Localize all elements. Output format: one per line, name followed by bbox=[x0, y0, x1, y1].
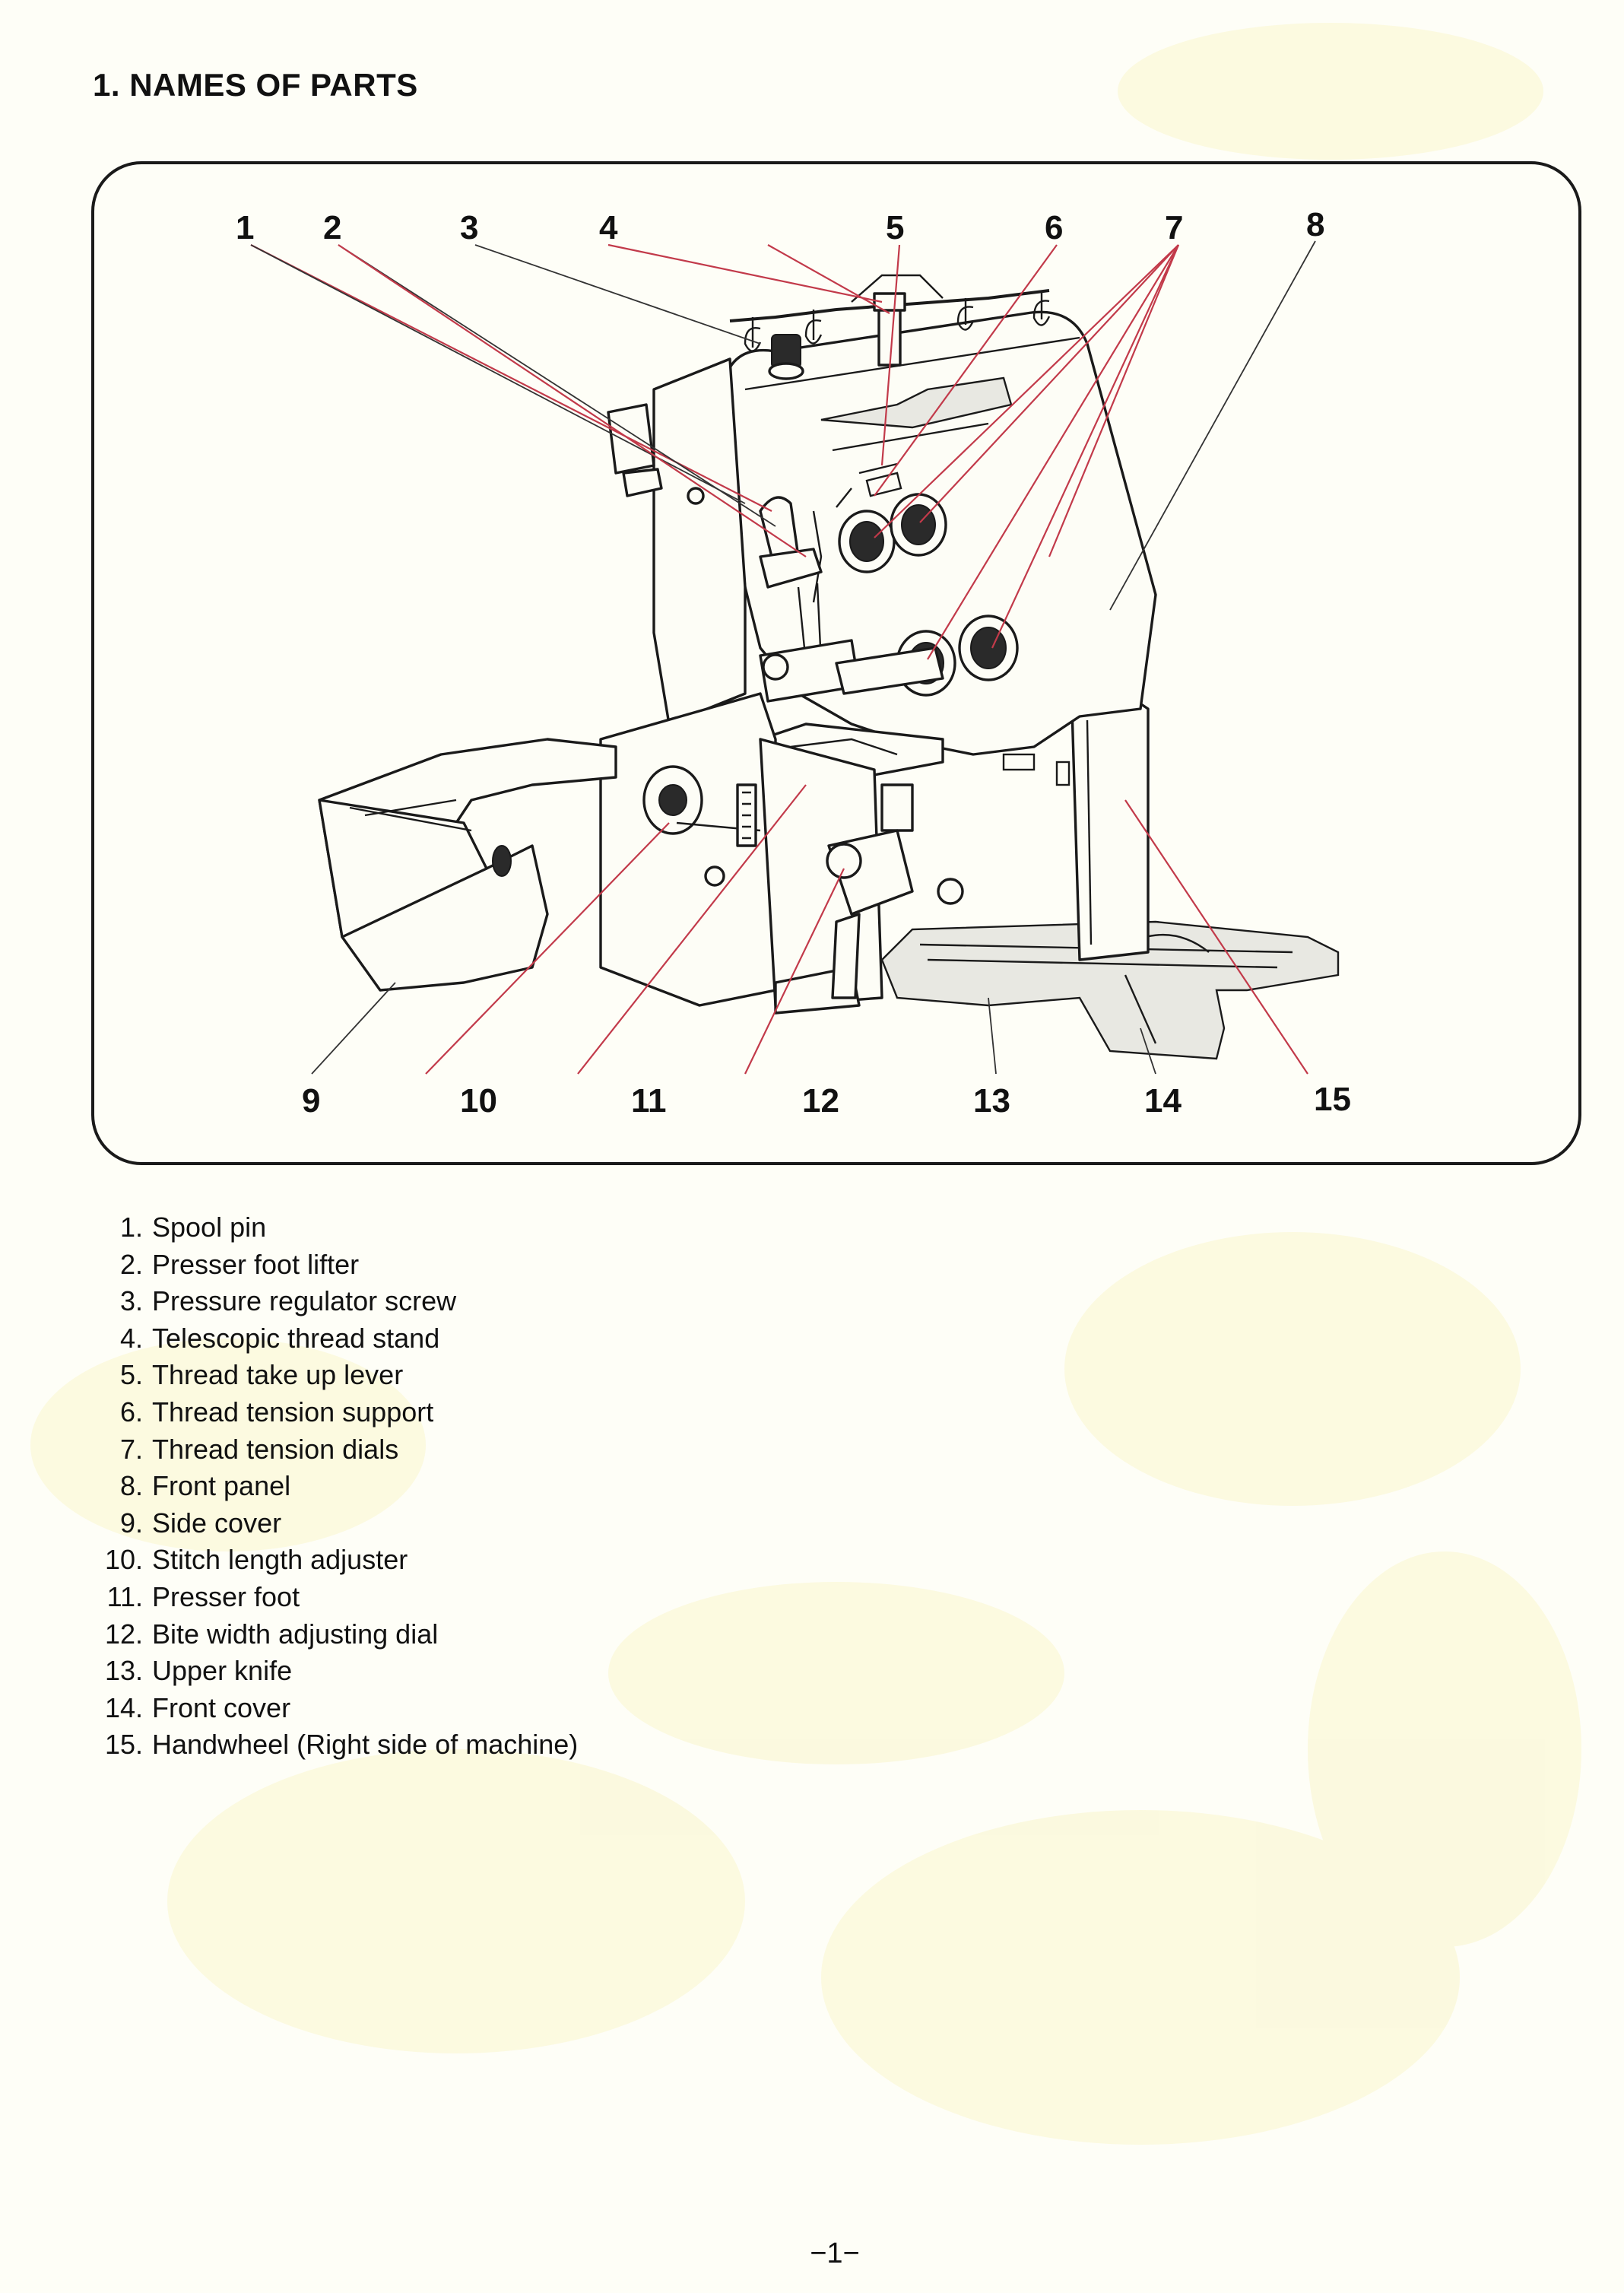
callout-4: 4 bbox=[599, 209, 618, 246]
list-item: 15.Handwheel (Right side of machine) bbox=[104, 1729, 579, 1761]
list-item: 13.Upper knife bbox=[104, 1655, 293, 1687]
leader-lines bbox=[250, 240, 1316, 1075]
list-item: 10.Stitch length adjuster bbox=[104, 1544, 408, 1576]
callout-6: 6 bbox=[1045, 209, 1063, 246]
list-item: 2.Presser foot lifter bbox=[119, 1248, 360, 1280]
callout-13: 13 bbox=[973, 1082, 1010, 1120]
side-cover bbox=[318, 738, 617, 992]
callout-14: 14 bbox=[1144, 1082, 1182, 1120]
thread-stand bbox=[729, 274, 1051, 367]
page-number: −1− bbox=[810, 2237, 860, 2269]
stitch-length-adjuster bbox=[642, 765, 761, 887]
overlock-machine-diagram: 1 2 3 4 5 6 7 8 9 10 11 12 13 14 15 bbox=[236, 206, 1351, 1120]
list-item: 11.Presser foot bbox=[106, 1580, 300, 1612]
diagram-frame bbox=[91, 161, 1581, 1165]
list-item: 9.Side cover bbox=[119, 1507, 282, 1539]
callout-11: 11 bbox=[631, 1082, 667, 1120]
callout-2: 2 bbox=[323, 209, 341, 246]
callout-9: 9 bbox=[302, 1082, 320, 1120]
list-item: 5.Thread take up lever bbox=[119, 1359, 404, 1391]
callout-1: 1 bbox=[236, 209, 254, 246]
parts-list: 1.Spool pin 2.Presser foot lifter 3.Pres… bbox=[93, 1209, 578, 1764]
list-item: 6.Thread tension support bbox=[119, 1396, 434, 1428]
callout-numbers: 1 2 3 4 5 6 7 8 9 10 11 12 13 14 15 bbox=[236, 206, 1351, 1120]
list-item: 4.Telescopic thread stand bbox=[119, 1322, 440, 1354]
list-item: 7.Thread tension dials bbox=[119, 1433, 399, 1465]
list-item: 14.Front cover bbox=[104, 1691, 291, 1723]
list-item: 3.Pressure regulator screw bbox=[119, 1285, 457, 1317]
callout-12: 12 bbox=[802, 1082, 839, 1120]
callout-3: 3 bbox=[460, 209, 478, 246]
list-item: 12.Bite width adjusting dial bbox=[104, 1618, 439, 1650]
list-item: 1.Spool pin bbox=[119, 1212, 267, 1243]
callout-5: 5 bbox=[886, 209, 904, 246]
callout-8: 8 bbox=[1306, 206, 1324, 243]
callout-15: 15 bbox=[1314, 1081, 1351, 1118]
page-title: 1. NAMES OF PARTS bbox=[93, 67, 418, 103]
callout-10: 10 bbox=[460, 1082, 497, 1120]
list-item: 8.Front panel bbox=[119, 1470, 291, 1502]
machine-illustration bbox=[318, 274, 1340, 1060]
callout-7: 7 bbox=[1165, 209, 1183, 246]
